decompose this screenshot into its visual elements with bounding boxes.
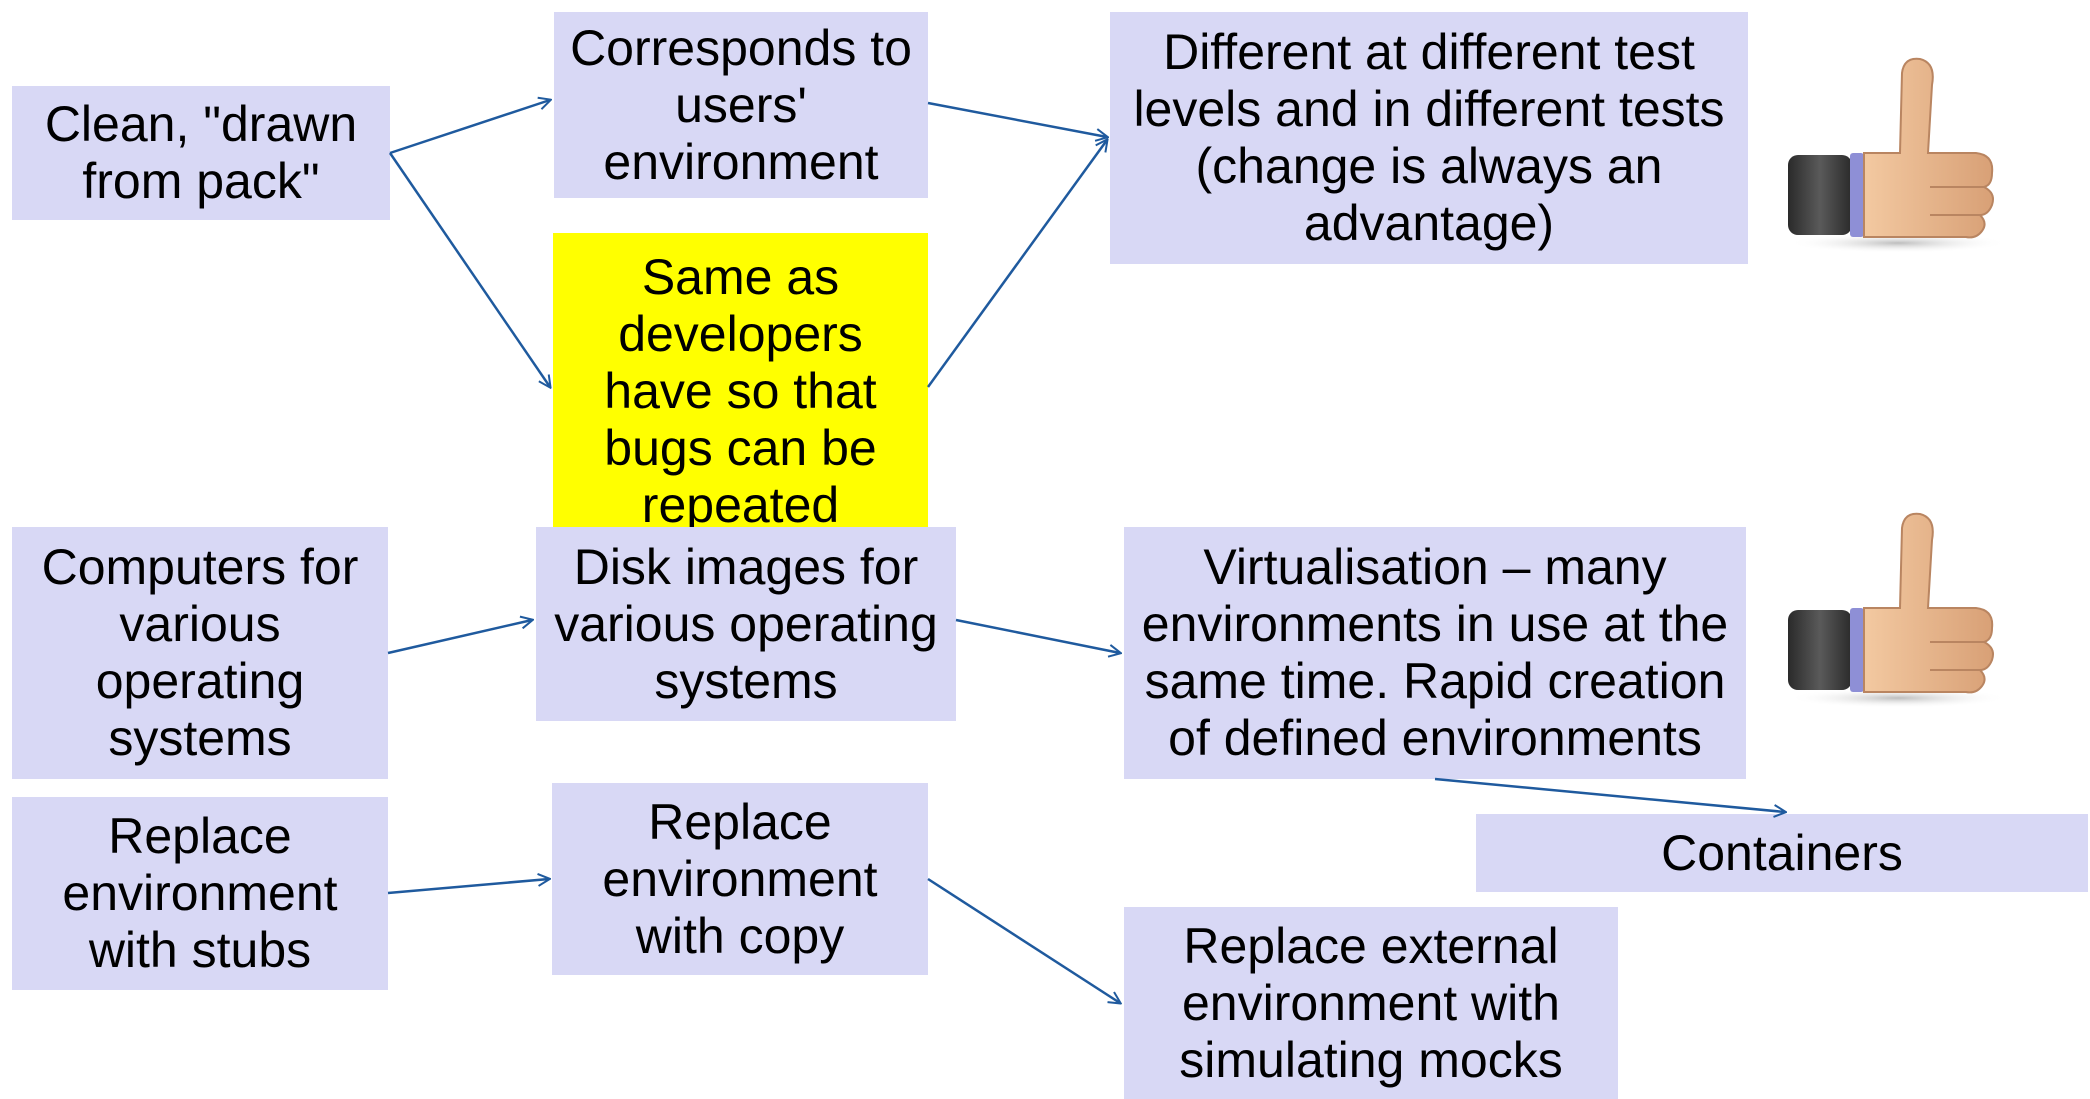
box-containers: Containers [1476, 814, 2088, 892]
thumbs-up-icon [1788, 57, 2008, 253]
box-virtualisation-label: Virtualisation – many environments in us… [1141, 539, 1729, 766]
box-replace-with-stubs: Replace environment with stubs [12, 797, 388, 990]
box-replace-mocks-label: Replace external environment with simula… [1179, 917, 1563, 1088]
box-computers-for-various-os: Computers for various operating systems [12, 527, 388, 779]
arrow-computers-to-disk-images [387, 620, 532, 655]
box-different-at-test-levels: Different at different test levels and i… [1110, 12, 1748, 264]
box-computers-label: Computers for various operating systems [41, 539, 359, 766]
box-containers-label: Containers [1661, 824, 1903, 881]
box-clean-label: Clean, "drawn from pack" [44, 96, 358, 209]
box-different-label: Different at different test levels and i… [1133, 24, 1725, 251]
arrow-copy-to-mocks [927, 877, 1120, 1003]
arrow-corresponds-to-different [927, 101, 1107, 137]
box-same-as-developers-label: Same as developers have so that bugs can… [604, 249, 877, 533]
arrow-same-as-developers-to-different [926, 140, 1107, 388]
box-same-as-developers: Same as developers have so that bugs can… [553, 233, 928, 533]
box-replace-copy-label: Replace environment with copy [602, 793, 878, 964]
arrow-clean-to-same-as-developers [388, 152, 550, 387]
box-corresponds-label: Corresponds to users' environment [570, 19, 912, 190]
arrow-clean-to-corresponds [389, 100, 550, 155]
box-virtualisation: Virtualisation – many environments in us… [1124, 527, 1746, 779]
box-replace-stubs-label: Replace environment with stubs [62, 808, 338, 978]
box-corresponds-to-users-environment: Corresponds to users' environment [554, 12, 928, 198]
thumbs-up-icon [1788, 512, 2008, 708]
arrow-virtualisation-to-containers [1434, 777, 1785, 812]
box-disk-images-label: Disk images for various operating system… [554, 538, 938, 709]
box-clean-drawn-from-pack: Clean, "drawn from pack" [12, 86, 390, 220]
arrow-disk-images-to-virtualisation [955, 618, 1120, 653]
box-disk-images: Disk images for various operating system… [536, 527, 956, 721]
arrow-stubs-to-copy [387, 879, 549, 895]
box-replace-with-mocks: Replace external environment with simula… [1124, 907, 1618, 1099]
box-replace-with-copy: Replace environment with copy [552, 783, 928, 975]
